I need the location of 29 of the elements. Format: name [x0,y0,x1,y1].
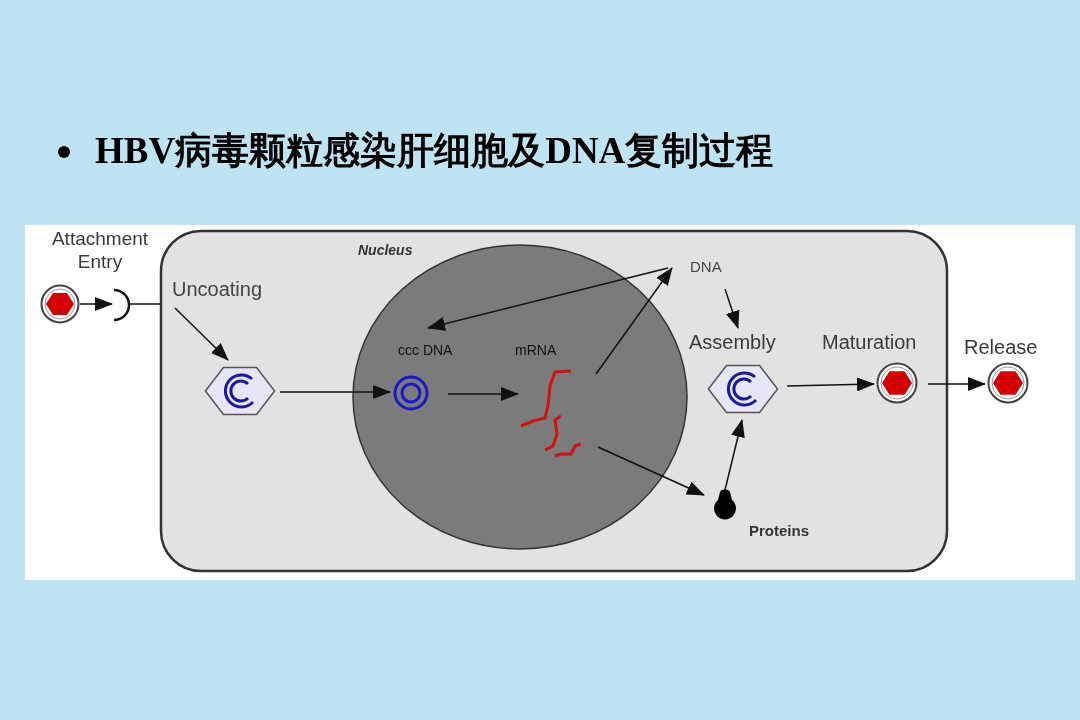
step-label: Release [964,336,1038,359]
step-label: ccc DNA [398,342,453,358]
arrow [786,377,875,392]
step-label: Maturation [822,331,917,354]
arrow [174,307,229,361]
virus-particle-icon [987,362,1029,404]
capsid-icon [707,364,779,414]
step-label: Uncoating [172,278,263,301]
arrow [724,288,740,329]
step-label: Assembly [689,331,776,354]
step-label: Attachment Entry [50,228,150,274]
arrow [447,387,519,401]
arrow [927,377,986,391]
ccc-dna-icon [392,374,430,412]
arrow [595,267,673,375]
virus-particle-icon [40,285,80,323]
arrow [279,385,391,399]
step-label: Proteins [749,522,809,539]
cell-outline [160,230,948,572]
arrow [427,267,669,331]
arrow [79,297,113,311]
connector-line [129,303,161,305]
virus-particle-icon [876,362,918,404]
step-label: mRNA [515,342,557,358]
slide-title: HBV病毒颗粒感染肝细胞及DNA复制过程 [95,129,774,173]
step-label: DNA [690,258,722,275]
arrow [724,419,745,491]
capsid-icon [204,366,276,416]
arrow [597,446,705,496]
